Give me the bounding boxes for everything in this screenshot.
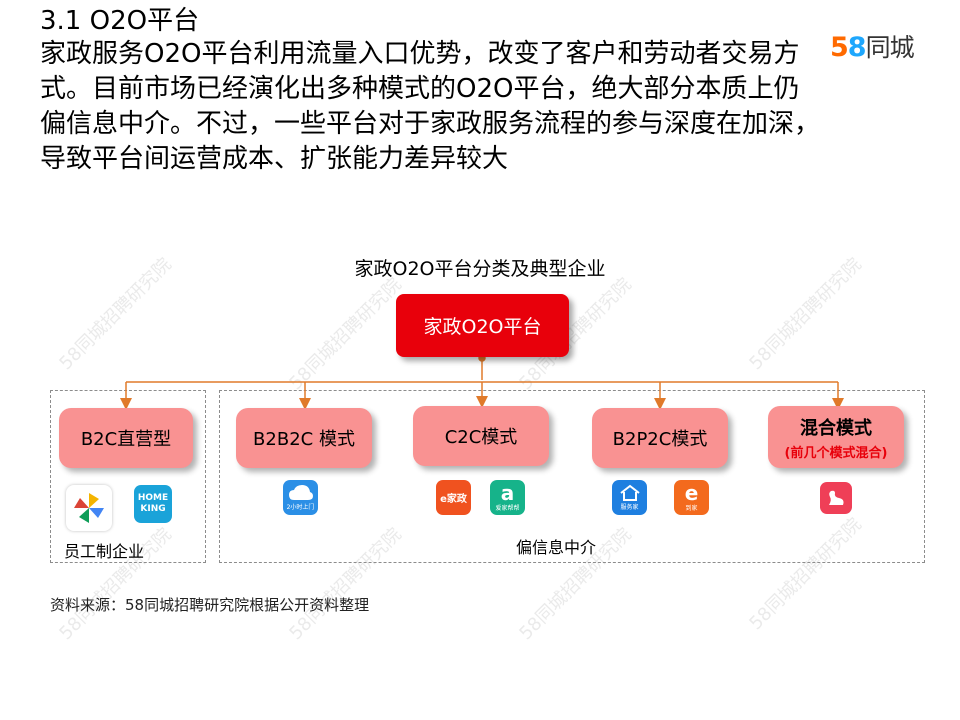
cloud-app-icon: 2小时上门: [283, 480, 318, 515]
source-note: 资料来源：58同城招聘研究院根据公开资料整理: [50, 596, 370, 614]
node-b2c: B2C直营型: [59, 408, 193, 468]
group-left-label: 员工制企业: [64, 542, 145, 561]
diagram-title: 家政O2O平台分类及典型企业: [354, 258, 606, 280]
swan-app-icon: [820, 482, 852, 514]
node-c2c: C2C模式: [413, 406, 549, 466]
node-hybrid-label: 混合模式: [800, 417, 872, 439]
node-hybrid: 混合模式 (前几个模式混合): [768, 406, 904, 468]
58-logo: 58同城: [830, 32, 915, 63]
orange-e-caption: 到家: [685, 505, 698, 512]
node-c2c-label: C2C模式: [444, 427, 518, 448]
house-app-icon: 服务家: [612, 480, 647, 515]
slide-title: 3.1 O2O平台: [40, 6, 200, 36]
node-b2p2c-label: B2P2C模式: [612, 429, 708, 450]
cloud-app-caption: 2小时上门: [286, 504, 315, 511]
node-b2c-label: B2C直营型: [80, 429, 172, 450]
homeking-app-icon: HOME KING: [134, 485, 172, 523]
e-home-app-icon: e家政: [436, 480, 471, 515]
node-b2b2c-label: B2B2C 模式: [253, 429, 355, 450]
slide-body-text: 家政服务O2O平台利用流量入口优势，改变了客户和劳动者交易方式。目前市场已经演化…: [40, 39, 821, 174]
aijia-app-icon: a 爱家帮帮: [490, 480, 525, 515]
pinwheel-app-icon: [66, 485, 112, 531]
group-employee-enterprise: [50, 390, 206, 563]
aijia-letter: a: [500, 481, 515, 505]
node-hybrid-sub: (前几个模式混合): [784, 445, 888, 461]
group-info-intermediary: [219, 390, 925, 563]
group-right-label: 偏信息中介: [516, 538, 597, 557]
house-app-caption: 服务家: [620, 504, 639, 511]
aijia-caption: 爱家帮帮: [495, 505, 520, 512]
node-b2p2c: B2P2C模式: [592, 408, 728, 468]
orange-e-app-icon: e 到家: [674, 480, 709, 515]
logo-text: 同城: [865, 33, 915, 62]
orange-e-letter: e: [684, 481, 699, 505]
node-b2b2c: B2B2C 模式: [236, 408, 372, 468]
root-node: 家政O2O平台: [396, 294, 569, 357]
